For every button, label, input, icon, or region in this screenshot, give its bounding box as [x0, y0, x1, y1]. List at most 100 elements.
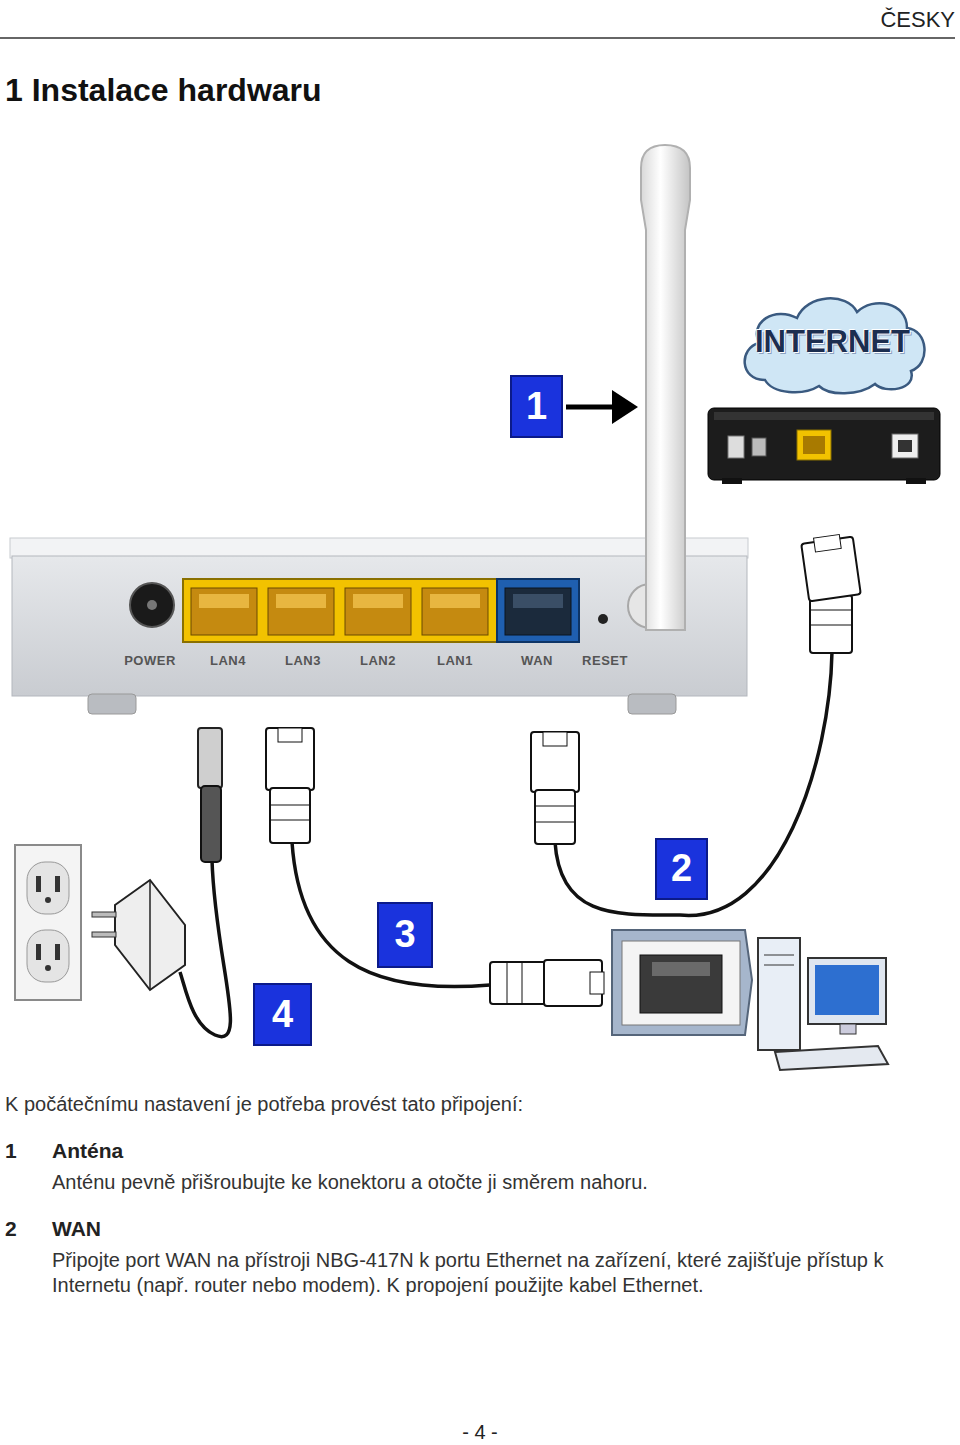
computer-part [815, 965, 879, 1015]
router-housing-part [130, 583, 174, 627]
port-label: RESET [567, 653, 643, 669]
language-tag: ČESKY [760, 6, 955, 34]
lan-cable-part [522, 962, 523, 1004]
modem-part [728, 436, 744, 458]
router-housing-part [628, 694, 676, 714]
wall-outlet-part [55, 876, 60, 892]
power-adapter [92, 880, 185, 990]
network-card-part [640, 955, 722, 1013]
intro-text: K počátečnímu nastavení je potřeba prové… [5, 1092, 925, 1117]
step-heading: WAN [52, 1216, 452, 1242]
step-number: 1 [5, 1138, 45, 1164]
lan-cable-part [490, 962, 546, 1004]
port-label: LAN4 [190, 653, 266, 669]
lan-ports-part [422, 588, 488, 635]
wan-cable-part [810, 595, 852, 653]
router-housing-part [147, 600, 157, 610]
modem-part [898, 440, 912, 452]
computer [758, 938, 888, 1070]
wan-cable-part [814, 535, 842, 552]
modem-part [714, 412, 934, 420]
callout-digit: 2 [671, 848, 692, 890]
wan-port-part [497, 579, 579, 642]
wan-cable-part [810, 625, 852, 626]
wan-cable-part [555, 652, 832, 915]
wan-cable-part [535, 806, 575, 807]
modem [708, 408, 940, 484]
callout-number: 3 [377, 902, 433, 968]
wan-cable [531, 535, 861, 916]
cloud-outline [745, 298, 925, 393]
antenna-part [641, 145, 690, 630]
pointer-arrow-part [612, 390, 638, 424]
power-cable-part [201, 786, 221, 862]
router-housing [10, 538, 748, 714]
wall-outlet-part [36, 944, 41, 960]
wall-outlet-part [36, 876, 41, 892]
reset-button [598, 614, 608, 624]
wan-port-part [505, 588, 571, 635]
computer-part [758, 938, 800, 1050]
modem-part [752, 438, 766, 456]
lan-ports-part [353, 594, 403, 608]
pointer-arrow-part [566, 405, 615, 410]
lan-ports-part [268, 588, 334, 635]
wall-outlet-part [45, 965, 51, 971]
wan-cable-part [535, 822, 575, 823]
wall-outlet-part [45, 897, 51, 903]
lan-cable-part [266, 728, 314, 790]
callout-digit: 4 [272, 994, 293, 1036]
callout-number: 1 [510, 375, 563, 438]
computer-part [808, 958, 886, 1024]
lan-cable-part [278, 728, 302, 742]
network-card-part [622, 941, 740, 1025]
port-label: LAN2 [340, 653, 416, 669]
lan-ports-part [199, 594, 249, 608]
modem-part [803, 436, 825, 454]
network-card-part [652, 962, 710, 976]
internet-cloud: INTERNET [735, 288, 930, 396]
lan-ports-part [191, 588, 257, 635]
callout-digit: 3 [394, 914, 415, 956]
power-adapter-part [115, 880, 185, 990]
page-title: 1 Instalace hardwaru [5, 70, 605, 110]
step-number: 2 [5, 1216, 45, 1242]
modem-part [906, 478, 926, 484]
computer-part [764, 965, 794, 966]
modem-part [892, 434, 918, 458]
lan-cable-part [507, 962, 508, 1004]
router-housing-part [12, 556, 747, 696]
power-cable-part [180, 860, 230, 1037]
network-card-part [612, 930, 752, 1035]
port-label: WAN [499, 653, 575, 669]
step-heading: Anténa [52, 1138, 452, 1164]
page-number: - 4 - [420, 1420, 540, 1445]
lan-cable-part [590, 972, 604, 994]
lan-cable-part [270, 805, 310, 806]
wan-cable-part [543, 732, 567, 746]
wall-outlet-part [15, 845, 81, 1000]
router-housing-part [10, 538, 748, 558]
power-adapter-part [92, 932, 116, 937]
lan-ports-part [276, 594, 326, 608]
wan-cable-part [531, 732, 579, 792]
lan-cable-part [270, 788, 310, 843]
port-label: LAN1 [417, 653, 493, 669]
callout-number: 2 [655, 838, 708, 900]
computer-part [775, 1046, 888, 1070]
wall-outlet [15, 845, 81, 1000]
power-cable-part [198, 728, 222, 788]
network-card [612, 930, 752, 1035]
modem-part [708, 408, 940, 480]
lan-ports-part [430, 594, 480, 608]
modem-part [722, 478, 742, 484]
wall-outlet-part [27, 862, 69, 914]
modem-part [797, 430, 831, 460]
power-adapter-part [92, 912, 116, 917]
power-adapter-part [149, 880, 151, 990]
power-cable [180, 728, 230, 1037]
lan-cable-part [292, 842, 490, 987]
cloud-label: INTERNET [755, 325, 910, 359]
wan-cable-part [810, 610, 852, 611]
